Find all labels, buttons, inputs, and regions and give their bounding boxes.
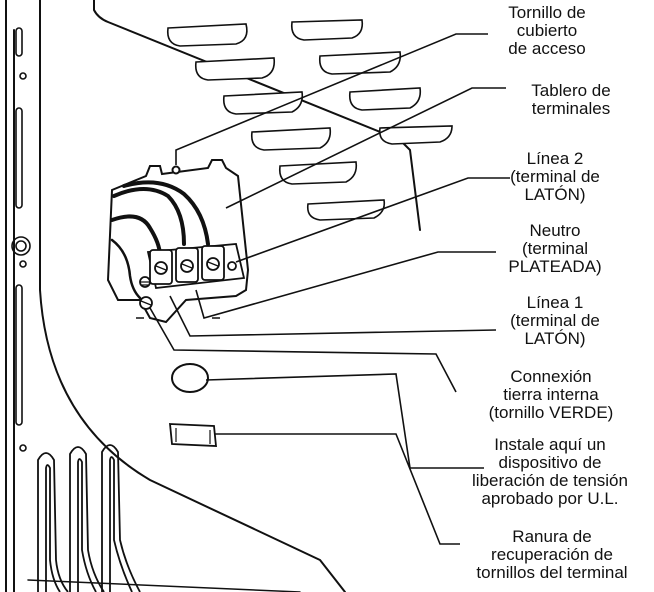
appliance-outline [93, 0, 421, 231]
vent-louvers [166, 19, 453, 221]
back-panel-curve [39, 0, 346, 592]
leader-ground [149, 307, 457, 393]
label-terminal-board: Tablero de terminales [531, 81, 611, 118]
screw-recovery-slot [169, 423, 217, 447]
ground-screw [136, 296, 220, 319]
strain-relief-hole [171, 363, 209, 393]
leader-neutral [195, 251, 496, 319]
label-line2: Línea 2 (terminal de LATÓN) [510, 149, 600, 204]
leader-terminal-board [225, 87, 506, 209]
side-slots [11, 27, 31, 452]
leader-lines [149, 33, 510, 545]
label-screw-recovery-slot: Ranura de recuperación de tornillos del … [476, 527, 628, 582]
side-grommet [11, 236, 31, 256]
leader-screw-slot [214, 433, 460, 545]
leader-line2 [235, 177, 510, 263]
leader-access-screw [175, 33, 488, 165]
leader-line1 [169, 295, 497, 337]
label-line1: Línea 1 (terminal de LATÓN) [510, 293, 600, 348]
lower-loops [37, 444, 141, 592]
access-cover-screw [171, 165, 181, 175]
label-ground-connection: Connexión tierra interna (tornillo VERDE… [488, 367, 614, 422]
label-access-cover-screw: Tornillo de cubierto de acceso [508, 3, 586, 58]
leader-strain-relief [205, 373, 484, 469]
terminal-block [139, 243, 246, 289]
label-neutral: Neutro (terminal PLATEADA) [508, 221, 602, 276]
supply-wires [110, 180, 210, 300]
label-strain-relief: Instale aquí un dispositivo de liberació… [472, 435, 628, 508]
